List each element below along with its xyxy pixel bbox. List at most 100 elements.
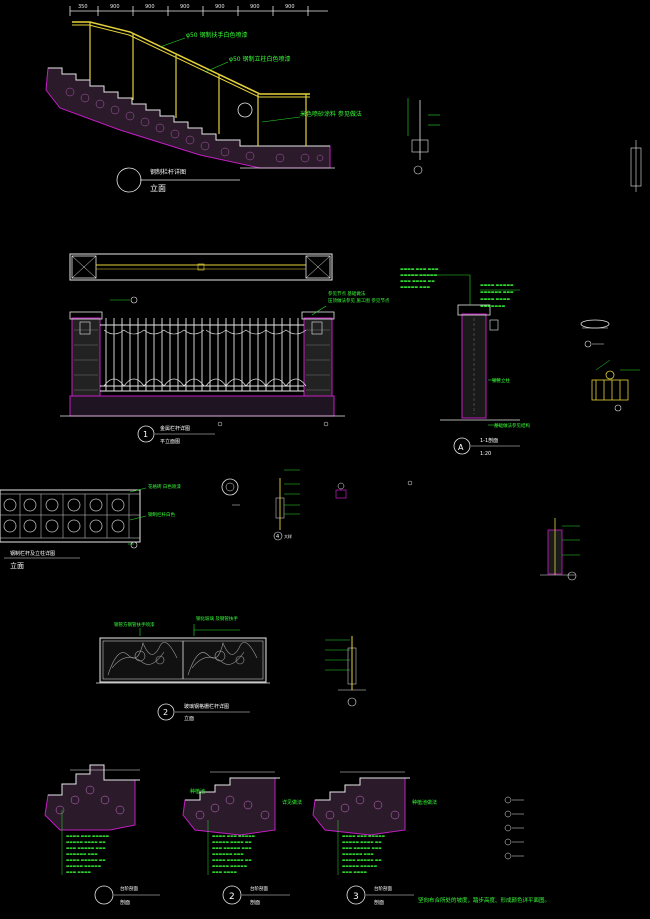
top-right-details [407, 98, 642, 192]
svg-text:▬▬▬▬▬▬ ▬▬▬: ▬▬▬▬▬▬ ▬▬▬ [480, 289, 514, 294]
stair-title-marker [116, 167, 142, 193]
fence2-view: 立面 [184, 715, 194, 722]
fence2-num: 2 [163, 708, 168, 717]
bottom-note: 坚向布合所处的坡度，踏步高度、形成颜色详平面图。 [418, 896, 550, 904]
section-a-title: 1-1剖面 [480, 437, 498, 444]
stair-title: 钢制栏杆详图 [150, 168, 186, 176]
svg-text:▬▬▬▬▬ ▬▬▬▬▬: ▬▬▬▬▬ ▬▬▬▬▬ [400, 272, 437, 277]
section2-top-label: 种植池 [190, 788, 205, 795]
dimension-strip [69, 6, 328, 16]
svg-text:▬▬▬▬▬ ▬▬▬▬▬: ▬▬▬▬▬ ▬▬▬▬▬ [342, 864, 378, 868]
svg-text:▬▬▬▬ ▬▬▬▬: ▬▬▬▬ ▬▬▬▬ [480, 296, 510, 301]
section2-title: 台阶剖面 [250, 885, 268, 892]
svg-text:▬▬▬▬ ▬▬▬▬▬ ▬▬: ▬▬▬▬ ▬▬▬▬▬ ▬▬ [212, 858, 252, 862]
svg-text:▬▬▬▬▬ ▬▬▬▬ ▬▬: ▬▬▬▬▬ ▬▬▬▬ ▬▬ [66, 840, 106, 844]
svg-text:▬▬▬ ▬▬▬▬▬ ▬▬▬: ▬▬▬ ▬▬▬▬▬ ▬▬▬ [66, 846, 106, 850]
section2-sub: 剖面 [250, 899, 260, 906]
right-small-details [540, 319, 640, 581]
section2-right-label: 详见做法 [282, 799, 302, 806]
dim-label: 900 [215, 4, 225, 10]
section3-right-label: 种植池做法 [412, 799, 437, 806]
svg-text:▬▬▬▬ ▬▬▬ ▬▬▬: ▬▬▬▬ ▬▬▬ ▬▬▬ [400, 266, 439, 271]
legend-column [504, 796, 524, 860]
svg-text:▬▬▬ ▬▬▬▬: ▬▬▬ ▬▬▬▬ [342, 870, 368, 874]
svg-text:▬▬▬▬ ▬▬▬ ▬▬▬▬▬: ▬▬▬▬ ▬▬▬ ▬▬▬▬▬ [212, 834, 256, 838]
svg-text:▬▬▬▬▬ ▬▬▬▬ ▬▬: ▬▬▬▬▬ ▬▬▬▬ ▬▬ [342, 840, 382, 844]
dim-label: 900 [145, 4, 155, 10]
svg-text:▬▬▬▬▬ ▬▬▬: ▬▬▬▬▬ ▬▬▬ [400, 284, 430, 289]
fence2-elevation: 钢管方钢管扶手喷漆 钢化玻璃 及钢管扶手 2 玻璃钢格栅栏杆详图 立面 [96, 615, 270, 722]
section2-num: 2 [229, 892, 235, 902]
svg-text:▬▬▬▬▬▬ ▬▬▬: ▬▬▬▬▬▬ ▬▬▬ [212, 852, 244, 856]
svg-text:▬▬▬ ▬▬▬▬▬ ▬▬▬: ▬▬▬ ▬▬▬▬▬ ▬▬▬ [342, 846, 382, 850]
fence1-elevation: 参见节点 基础做法 压顶做法参见 施工图 参见节点 1 金属栏杆详图 平立面图 [60, 290, 390, 445]
section2-title-marker [222, 885, 242, 905]
section1-profile [44, 764, 140, 831]
section3-sub: 剖面 [374, 899, 384, 906]
fence1-plan [69, 253, 333, 281]
stair-view: 立面 [150, 183, 166, 193]
section-a-note-bottom: 基础做法参见结构 [494, 422, 530, 429]
lattice-note2: 钢制栏杆白色 [148, 511, 175, 518]
dim-label: 350 [78, 4, 88, 10]
stair-stone-mass [45, 67, 331, 169]
dim-label: 900 [110, 4, 120, 10]
stair-note-finish: 米色喷砂涂料 参见做法 [300, 110, 362, 118]
fence1-title: 金属栏杆详图 [160, 425, 190, 432]
post-detail [325, 636, 366, 707]
section-a-scale: 1:20 [480, 451, 491, 457]
svg-text:▬▬▬▬▬▬▬: ▬▬▬▬▬▬▬ [480, 303, 506, 308]
stair-note-post: φ50 钢制立柱白色喷漆 [229, 55, 291, 63]
section3-title-marker [346, 885, 366, 905]
fence1-left-pillar [71, 317, 101, 407]
fence2-title-marker [157, 703, 175, 721]
svg-text:▬▬▬▬▬ ▬▬▬▬▬: ▬▬▬▬▬ ▬▬▬▬▬ [212, 864, 248, 868]
fence2-note1: 钢管方钢管扶手喷漆 [114, 621, 155, 628]
fence1-note-top: 参见节点 基础做法 [328, 290, 366, 297]
svg-text:▬▬▬▬▬▬ ▬▬▬: ▬▬▬▬▬▬ ▬▬▬ [342, 852, 374, 856]
stair-railing-elevation: φ50 钢制扶手白色喷漆 φ50 钢制立柱白色喷漆 米色喷砂涂料 参见做法 钢制… [45, 21, 362, 193]
fence1-title-marker [137, 425, 155, 443]
section2-profile [182, 771, 280, 836]
stair-ornament-icon [237, 102, 253, 118]
section3-title: 台阶剖面 [374, 885, 392, 892]
dimension-labels: 350 900 900 900 900 900 900 [78, 4, 295, 10]
section1-title: 台阶剖面 [120, 885, 138, 892]
section-a-pillar: ▬▬▬▬ ▬▬▬ ▬▬▬ ▬▬▬▬▬ ▬▬▬▬▬ ▬▬▬ ▬▬▬▬ ▬▬ ▬▬▬… [400, 266, 530, 457]
svg-text:▬▬▬▬ ▬▬▬ ▬▬▬▬▬: ▬▬▬▬ ▬▬▬ ▬▬▬▬▬ [342, 834, 386, 838]
section1-title-marker [94, 885, 114, 905]
svg-text:▬▬▬▬ ▬▬▬▬▬: ▬▬▬▬ ▬▬▬▬▬ [480, 282, 514, 287]
fence2-title: 玻璃钢格栅栏杆详图 [184, 703, 229, 710]
fence2-note2: 钢化玻璃 及钢管扶手 [196, 615, 238, 622]
svg-text:▬▬▬▬▬ ▬▬▬▬▬: ▬▬▬▬▬ ▬▬▬▬▬ [66, 864, 102, 868]
section-a-num: A [458, 443, 464, 452]
svg-text:▬▬▬ ▬▬▬▬: ▬▬▬ ▬▬▬▬ [212, 870, 238, 874]
svg-text:▬▬▬ ▬▬▬▬▬ ▬▬▬: ▬▬▬ ▬▬▬▬▬ ▬▬▬ [212, 846, 252, 850]
detail4-title-marker [273, 531, 283, 541]
stair-handrail [72, 21, 310, 95]
section3-profile [312, 771, 410, 836]
fence1-right-pillar [303, 317, 333, 407]
fence1-num: 1 [143, 430, 148, 439]
section-a-title-marker [453, 437, 471, 455]
lattice-view: 立面 [10, 561, 24, 570]
bottom-sections: ▬▬▬▬ ▬▬▬ ▬▬▬▬▬ ▬▬▬▬▬ ▬▬▬▬ ▬▬ ▬▬▬ ▬▬▬▬▬ ▬… [44, 764, 550, 906]
stair-note-handrail: φ50 钢制扶手白色喷漆 [186, 31, 248, 39]
svg-text:▬▬▬ ▬▬▬▬: ▬▬▬ ▬▬▬▬ [66, 870, 92, 874]
lattice-title: 钢制栏杆及立柱详图 [10, 550, 55, 557]
dim-label: 900 [250, 4, 260, 10]
section-a-note-side: 钢管立柱 [492, 377, 510, 384]
svg-text:▬▬▬▬▬▬ ▬▬▬: ▬▬▬▬▬▬ ▬▬▬ [66, 852, 98, 856]
svg-text:▬▬▬▬ ▬▬▬▬▬ ▬▬: ▬▬▬▬ ▬▬▬▬▬ ▬▬ [66, 858, 106, 862]
section1-sub: 剖面 [120, 899, 130, 906]
dim-label: 900 [180, 4, 190, 10]
fence1-note-top2: 压顶做法参见 施工图 参见节点 [328, 297, 390, 304]
svg-text:▬▬▬▬ ▬▬▬ ▬▬▬▬▬: ▬▬▬▬ ▬▬▬ ▬▬▬▬▬ [66, 834, 110, 838]
section3-num: 3 [353, 892, 359, 902]
detail4-label: 大样 [284, 533, 292, 539]
fence1-view: 平立面图 [160, 438, 180, 445]
lattice-fence: 花格砖 白色喷漆 钢制栏杆白色 钢制栏杆及立柱详图 立面 [0, 483, 181, 570]
dim-label: 900 [285, 4, 295, 10]
svg-text:▬▬▬▬ ▬▬▬▬▬ ▬▬: ▬▬▬▬ ▬▬▬▬▬ ▬▬ [342, 858, 382, 862]
